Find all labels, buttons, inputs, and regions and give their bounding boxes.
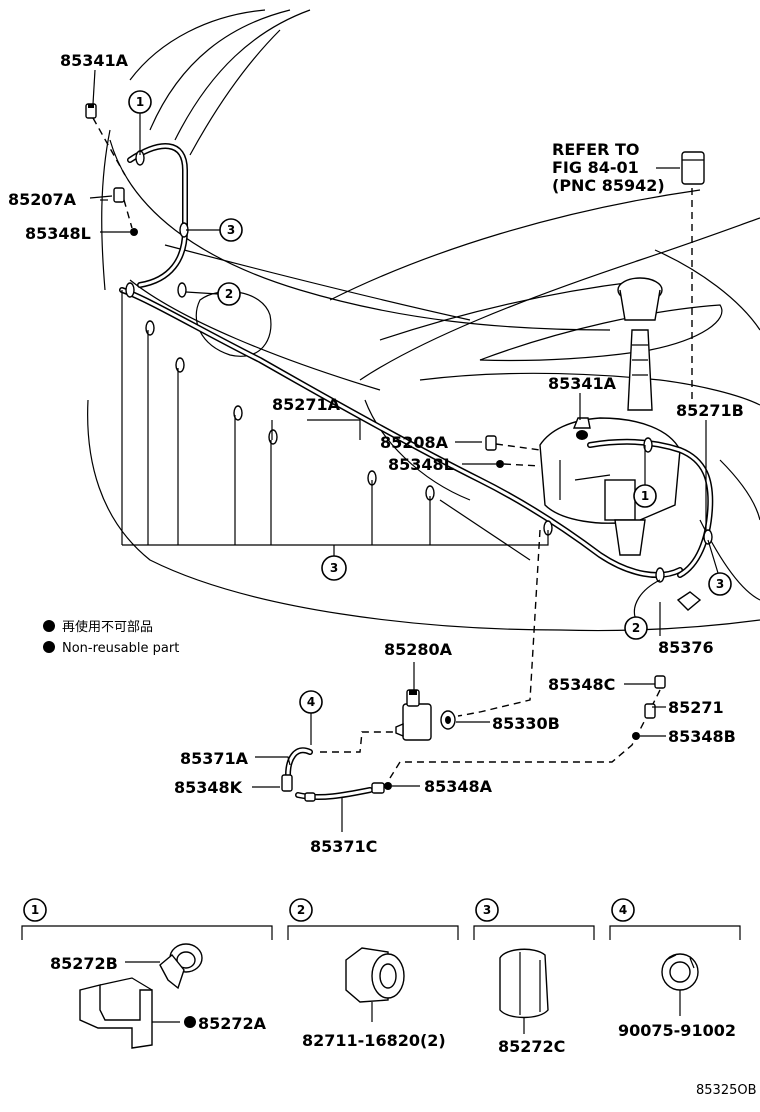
label-85341A-top: 85341A (60, 51, 129, 70)
refer-note: REFER TO FIG 84-01 (PNC 85942) (552, 140, 665, 195)
label-85271A: 85271A (272, 395, 341, 414)
hose-85271A (119, 143, 683, 578)
label-85272C: 85272C (498, 1037, 565, 1056)
callout-1-top: 1 (136, 95, 144, 109)
label-85348K: 85348K (174, 778, 243, 797)
label-90075-91002: 90075-91002 (618, 1021, 736, 1040)
legend-dot-en (43, 641, 55, 653)
label-85348A: 85348A (424, 777, 493, 796)
label-85207A: 85207A (8, 190, 77, 209)
label-85272A: 85272A (198, 1014, 267, 1033)
label-85371C: 85371C (310, 837, 377, 856)
refer-line-2: FIG 84-01 (552, 158, 639, 177)
pump-hoses (281, 675, 666, 802)
main-callouts: 1 3 2 3 1 2 3 4 (128, 90, 732, 745)
label-85371A: 85371A (180, 749, 249, 768)
label-85348L-mid: 85348L (388, 455, 454, 474)
front-washer-nozzle (85, 103, 138, 236)
label-85376: 85376 (658, 638, 714, 657)
refer-line-1: REFER TO (552, 140, 640, 159)
legend: 再使用不可部品 Non-reusable part (43, 619, 179, 656)
label-85341A-mid: 85341A (548, 374, 617, 393)
pad-85376 (676, 591, 702, 611)
callout-3-right: 3 (716, 577, 724, 591)
callout-2-left: 2 (225, 287, 233, 301)
refer-line-3: (PNC 85942) (552, 176, 665, 195)
legend-dot-jp (43, 620, 55, 632)
label-85348B: 85348B (668, 727, 736, 746)
label-82711-16820: 82711-16820(2) (302, 1031, 446, 1050)
label-85271B: 85271B (676, 401, 744, 420)
part-labels: 85341A 85207A 85348L 85271A 85341A 85208… (8, 51, 744, 856)
panel-callout-1: 1 (31, 903, 39, 917)
band-90075-91002 (661, 953, 699, 1016)
label-85271: 85271 (668, 698, 724, 717)
label-85208A: 85208A (380, 433, 449, 452)
label-85280A: 85280A (384, 640, 453, 659)
middle-jets (485, 417, 591, 468)
clip-85272C (499, 948, 549, 1034)
bracket-85272A (79, 977, 196, 1049)
callout-3-top: 3 (227, 223, 235, 237)
panel-callout-4: 4 (619, 903, 627, 917)
drawing-code: 85325OB (696, 1083, 757, 1098)
washer-pump (395, 674, 456, 741)
label-85272B: 85272B (50, 954, 118, 973)
label-85330B: 85330B (492, 714, 560, 733)
label-85348L-top: 85348L (25, 224, 91, 243)
callout-1-tank: 1 (641, 489, 649, 503)
callout-2-right: 2 (632, 621, 640, 635)
legend-en: Non-reusable part (62, 641, 179, 656)
clamp-leaders-3 (121, 290, 549, 560)
callout-3-bottom: 3 (330, 561, 338, 575)
detail-panels: 1 2 3 4 85272B 85272A 82711-16820(2 (21, 898, 741, 1056)
callout-4-main: 4 (307, 695, 315, 709)
legend-jp: 再使用不可部品 (62, 619, 153, 635)
label-85348C: 85348C (548, 675, 615, 694)
leader-lines (89, 69, 707, 832)
panel-callout-3: 3 (483, 903, 491, 917)
clip-82711-16820 (345, 947, 405, 1022)
panel-callout-2: 2 (297, 903, 305, 917)
hose-85271B (587, 438, 714, 578)
clamp-85272B (125, 943, 203, 990)
